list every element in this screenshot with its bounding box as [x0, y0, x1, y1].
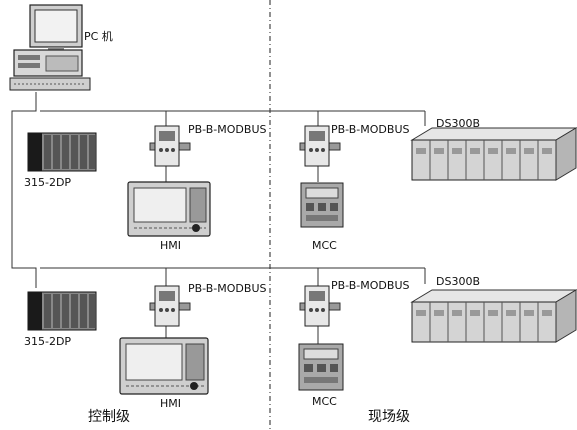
ds300b-rack-icon-top	[410, 127, 577, 181]
plc-rack-icon-top	[27, 132, 97, 172]
ds300b-rack-icon-bottom	[410, 289, 577, 343]
gateway-3-label: PB-B-MODBUS	[188, 282, 267, 295]
hmi-panel-icon-top	[127, 181, 211, 237]
hmi-panel-icon-bottom	[119, 337, 209, 395]
mcc-unit-icon-bottom	[298, 343, 344, 391]
hmi-top-label: HMI	[160, 239, 182, 252]
gateway-4-label: PB-B-MODBUS	[331, 279, 410, 292]
mcc-top-label: MCC	[312, 239, 337, 252]
gateway-icon-1	[149, 125, 191, 167]
ds300b-top-label: DS300B	[436, 117, 480, 130]
gateway-icon-4	[299, 285, 341, 327]
pc-label: PC 机	[84, 30, 113, 43]
ds300b-bottom-label: DS300B	[436, 275, 480, 288]
pc-computer-icon	[9, 4, 91, 91]
gateway-2-label: PB-B-MODBUS	[331, 123, 410, 136]
plc-top-label: 315-2DP	[24, 176, 72, 189]
zone-field-label: 现场级	[368, 409, 410, 425]
plc-rack-icon-bottom	[27, 291, 97, 331]
hmi-bottom-label: HMI	[160, 397, 182, 410]
mcc-unit-icon-top	[300, 182, 344, 228]
network-bus-lines	[11, 92, 426, 344]
gateway-1-label: PB-B-MODBUS	[188, 123, 267, 136]
gateway-icon-3	[149, 285, 191, 327]
zone-control-label: 控制级	[88, 409, 130, 425]
gateway-icon-2	[299, 125, 341, 167]
mcc-bottom-label: MCC	[312, 395, 337, 408]
plc-bottom-label: 315-2DP	[24, 335, 72, 348]
